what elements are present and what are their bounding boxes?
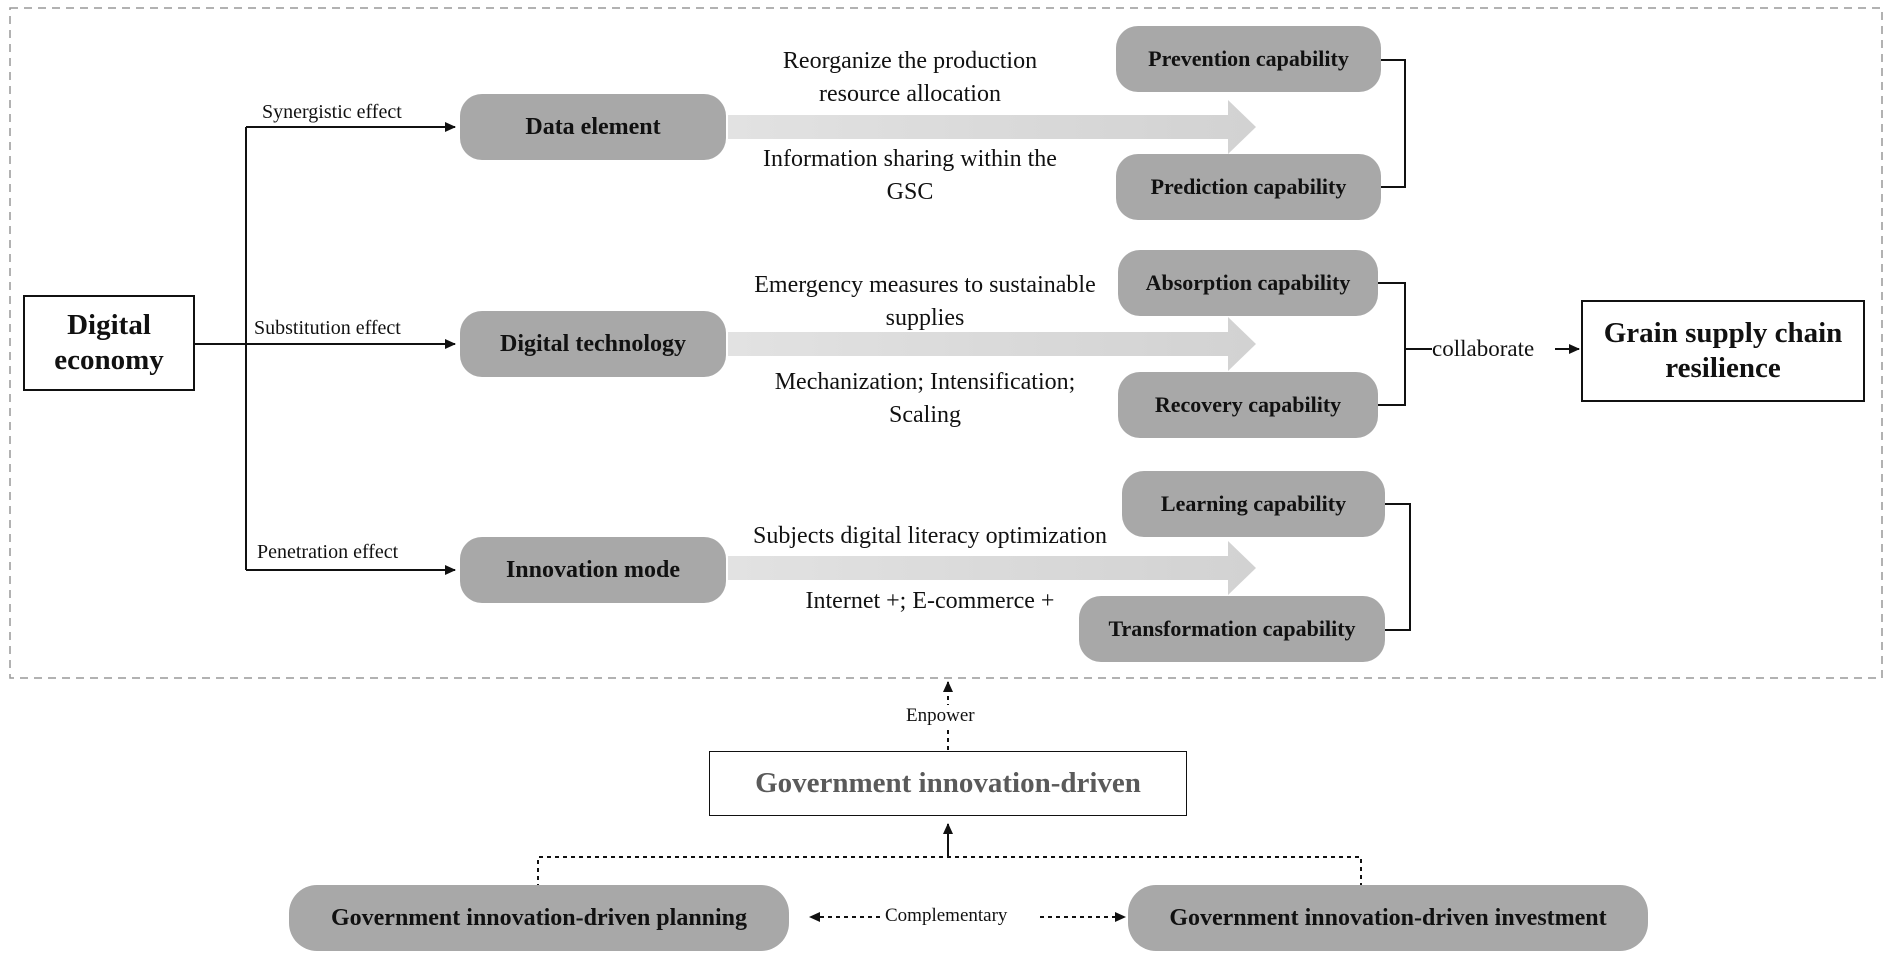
pathway-text-3-upper: Subjects digital literacy optimization [753,523,1107,549]
capability-brackets [1378,59,1580,631]
digital-economy-box: Digital economy [23,295,195,391]
dashed-frame [9,7,1883,679]
prevention-capability-node: Prevention capability [1116,26,1381,92]
complementary-label: Complementary [882,905,1011,927]
digital-technology-node: Digital technology [460,311,726,377]
enpower-label: Enpower [903,705,978,727]
band-arrow-3 [728,541,1256,595]
government-investment-node: Government innovation-driven investment [1128,885,1648,951]
data-element-node: Data element [460,94,726,160]
collaborate-label: collaborate [1432,336,1535,361]
absorption-capability-node: Absorption capability [1118,250,1378,316]
penetration-effect-label: Penetration effect [257,541,399,563]
transformation-capability-node: Transformation capability [1079,596,1385,662]
pathway-text-1-upper: Reorganize the production resource alloc… [782,48,1038,107]
government-planning-node: Government innovation-driven planning [289,885,789,951]
pathway-text-3-lower: Internet +; E-commerce + [805,588,1055,614]
branch-lines [195,122,456,575]
grain-supply-chain-resilience-box: Grain supply chain resilience [1581,300,1865,402]
prediction-capability-node: Prediction capability [1116,154,1381,220]
band-arrow-2 [728,317,1256,371]
pathway-text-2-lower: Mechanization; Intensification; Scaling [774,369,1076,428]
substitution-effect-label: Substitution effect [254,317,401,339]
recovery-capability-node: Recovery capability [1118,372,1378,438]
band-arrow-1 [728,100,1256,154]
pathway-text-2-upper: Emergency measures to sustainable suppli… [754,272,1096,331]
government-innovation-driven-box: Government innovation-driven [709,751,1187,816]
innovation-mode-node: Innovation mode [460,537,726,603]
pathway-text-1-lower: Information sharing within the GSC [763,146,1057,205]
government-lines [537,681,1362,922]
learning-capability-node: Learning capability [1122,471,1385,537]
synergistic-effect-label: Synergistic effect [262,101,402,123]
